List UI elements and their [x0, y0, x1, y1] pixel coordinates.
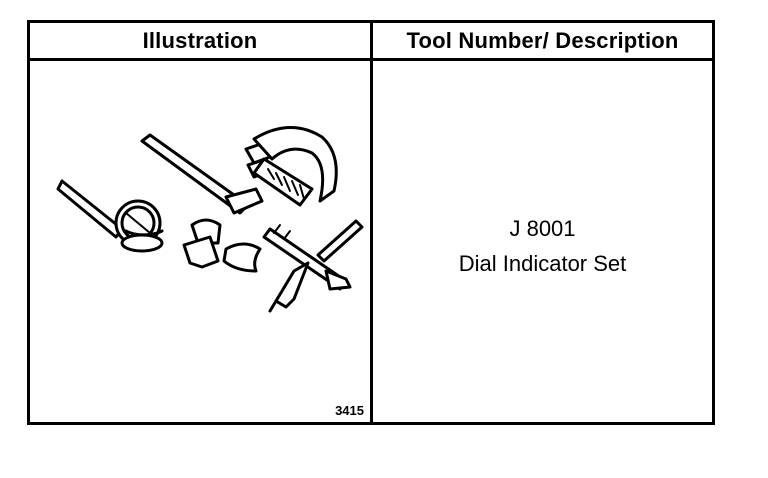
tool-name: Dial Indicator Set [458, 251, 627, 276]
illustration-cell: 3415 [30, 61, 370, 422]
c-clamp-icon [244, 126, 338, 207]
swivel-adapter-icon [182, 218, 262, 273]
extension-rod-icon [140, 133, 264, 215]
tool-number: J 8001 [509, 216, 576, 241]
plunger-tool-icon [262, 219, 364, 313]
dial-gauge-icon [56, 179, 164, 253]
illustration-header: Illustration [142, 28, 258, 53]
description-cell: J 8001 Dial Indicator Set [373, 61, 712, 422]
column-divider [370, 23, 373, 422]
dial-indicator-set-icon [56, 126, 364, 313]
description-header: Tool Number/ Description [406, 28, 679, 53]
figure-number: 3415 [335, 403, 364, 418]
tool-table: Illustration Tool Number/ Description [27, 20, 715, 425]
